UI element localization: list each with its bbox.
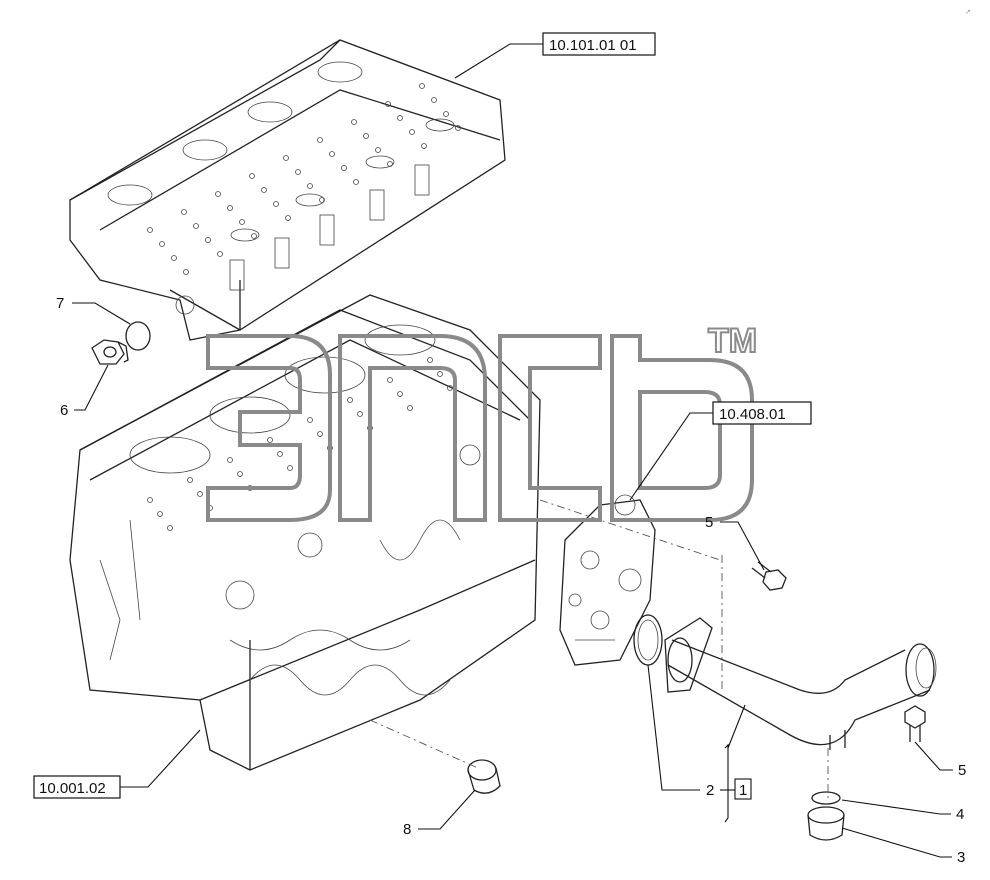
callout-4: 4 bbox=[956, 806, 964, 823]
casting-hole bbox=[167, 525, 173, 531]
cylinder-head-drawing bbox=[69, 39, 506, 341]
casting-hole bbox=[307, 417, 313, 423]
casting-hole bbox=[341, 165, 347, 171]
casting-hole bbox=[363, 133, 369, 139]
casting-hole bbox=[387, 161, 393, 167]
casting-hole bbox=[357, 411, 363, 417]
casting-hole bbox=[261, 187, 267, 193]
casting-hole bbox=[157, 511, 163, 517]
casting-hole bbox=[347, 397, 353, 403]
callout-1-box: 1 bbox=[734, 778, 752, 800]
casting-hole bbox=[287, 465, 293, 471]
casting-hole bbox=[183, 269, 189, 275]
casting-hole bbox=[387, 377, 393, 383]
watermark-trademark: TM bbox=[708, 322, 757, 360]
washer-part-4 bbox=[811, 791, 841, 805]
cylinder-block-drawing bbox=[69, 294, 541, 771]
casting-hole bbox=[447, 385, 453, 391]
reference-water-pump[interactable]: 10.408.01 bbox=[712, 401, 812, 425]
plug-part-3 bbox=[807, 806, 845, 841]
casting-hole bbox=[307, 183, 313, 189]
casting-hole bbox=[205, 237, 211, 243]
callout-7: 7 bbox=[56, 295, 64, 312]
callout-2: 2 bbox=[706, 782, 714, 799]
casting-hole bbox=[283, 155, 289, 161]
callout-5-upper: 5 bbox=[705, 514, 713, 531]
casting-hole bbox=[227, 205, 233, 211]
casting-hole bbox=[251, 233, 257, 239]
casting-hole bbox=[409, 129, 415, 135]
casting-hole bbox=[317, 431, 323, 437]
casting-hole bbox=[273, 201, 279, 207]
casting-hole bbox=[215, 191, 221, 197]
casting-hole bbox=[171, 255, 177, 261]
reference-water-pump-label: 10.408.01 bbox=[719, 406, 786, 423]
plug-part-6 bbox=[91, 339, 129, 365]
watermark-logo: TM bbox=[206, 321, 758, 522]
casting-hole bbox=[351, 119, 357, 125]
casting-hole bbox=[237, 471, 243, 477]
casting-hole bbox=[193, 223, 199, 229]
casting-hole bbox=[443, 111, 449, 117]
reference-cylinder-block[interactable]: 10.001.02 bbox=[33, 775, 121, 799]
casting-hole bbox=[419, 83, 425, 89]
callout-1: 1 bbox=[739, 782, 747, 799]
coolant-pipe-drawing bbox=[664, 617, 937, 750]
callout-8: 8 bbox=[403, 821, 411, 838]
casting-hole bbox=[421, 143, 427, 149]
reference-cylinder-head[interactable]: 10.101.01 01 bbox=[542, 32, 656, 56]
casting-hole bbox=[431, 97, 437, 103]
plug-part-8 bbox=[467, 759, 501, 794]
casting-hole bbox=[353, 179, 359, 185]
casting-hole bbox=[295, 169, 301, 175]
casting-hole bbox=[317, 137, 323, 143]
bolt-part-5-lower bbox=[904, 705, 926, 742]
assembly-center-lines bbox=[369, 499, 829, 800]
casting-hole bbox=[197, 491, 203, 497]
casting-hole bbox=[187, 477, 193, 483]
casting-hole bbox=[267, 437, 273, 443]
o-ring-part-7 bbox=[125, 321, 151, 351]
casting-hole bbox=[329, 151, 335, 157]
casting-hole bbox=[285, 215, 291, 221]
casting-hole bbox=[437, 371, 443, 377]
casting-hole bbox=[227, 457, 233, 463]
bolt-part-5-upper bbox=[751, 561, 787, 591]
casting-hole bbox=[397, 115, 403, 121]
casting-hole bbox=[147, 227, 153, 233]
casting-hole bbox=[407, 405, 413, 411]
casting-hole bbox=[277, 451, 283, 457]
casting-hole bbox=[375, 147, 381, 153]
reference-cylinder-head-label: 10.101.01 01 bbox=[549, 37, 637, 54]
callout-5-lower: 5 bbox=[958, 762, 966, 779]
casting-hole bbox=[455, 125, 461, 131]
casting-hole bbox=[159, 241, 165, 247]
casting-hole bbox=[319, 197, 325, 203]
casting-hole bbox=[249, 173, 255, 179]
casting-hole bbox=[217, 251, 223, 257]
casting-hole bbox=[427, 357, 433, 363]
callout-6: 6 bbox=[60, 402, 68, 419]
reference-cylinder-block-label: 10.001.02 bbox=[39, 780, 106, 797]
casting-hole bbox=[397, 391, 403, 397]
casting-hole bbox=[385, 101, 391, 107]
casting-hole bbox=[147, 497, 153, 503]
casting-hole bbox=[239, 219, 245, 225]
corner-mark: ↗ bbox=[965, 9, 971, 16]
casting-hole bbox=[181, 209, 187, 215]
callout-3: 3 bbox=[957, 849, 965, 866]
